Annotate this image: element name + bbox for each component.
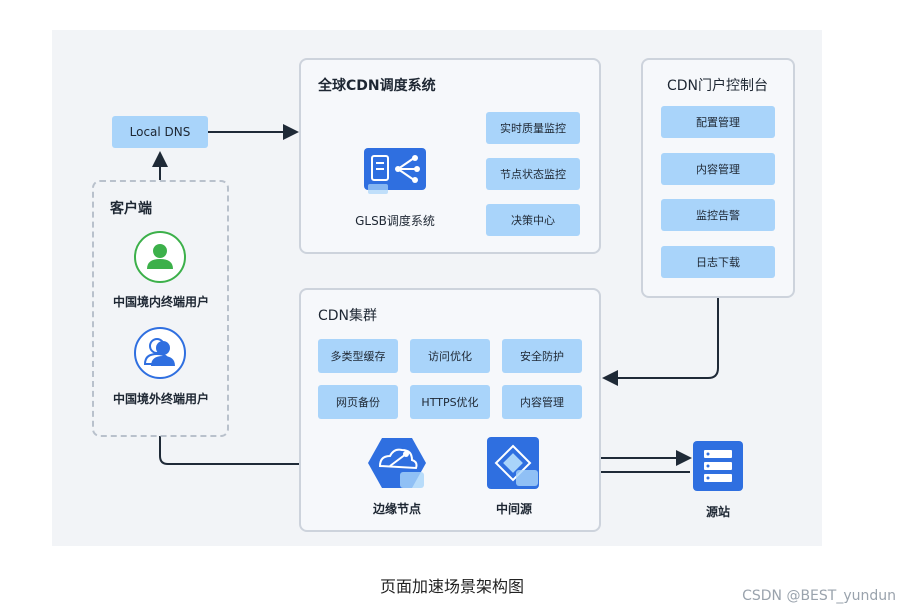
middle-origin-label: 中间源 [495, 502, 532, 516]
edge-node-icon [368, 438, 426, 488]
cluster-item-page-backup: 网页备份 [318, 385, 398, 419]
portal-item-content: 内容管理 [661, 153, 775, 185]
domestic-user-icon [134, 231, 186, 283]
edge-node-label: 边缘节点 [372, 502, 421, 516]
monitor-item-quality: 实时质量监控 [486, 112, 580, 144]
middle-origin-icon [487, 437, 539, 489]
portal-item-log-download: 日志下载 [661, 246, 775, 278]
local-dns-box: Local DNS [112, 116, 208, 148]
cluster-item-multi-cache: 多类型缓存 [318, 339, 398, 373]
overseas-user-icon [134, 327, 186, 379]
domestic-user-label: 中国境内终端用户 [112, 295, 209, 309]
monitor-item-node-status: 节点状态监控 [486, 158, 580, 190]
watermark: CSDN @BEST_yundun [742, 588, 896, 604]
cluster-item-security: 安全防护 [502, 339, 582, 373]
client-group [92, 180, 229, 437]
client-title: 客户端 [110, 201, 152, 217]
figure-caption: 页面加速场景架构图 [379, 577, 524, 596]
glsb-icon [364, 148, 426, 194]
origin-label: 源站 [705, 505, 730, 519]
portal-item-monitor-alert: 监控告警 [661, 199, 775, 231]
overseas-user-label: 中国境外终端用户 [112, 392, 209, 406]
cluster-item-content-mgmt: 内容管理 [502, 385, 582, 419]
glsb-label: GLSB调度系统 [355, 214, 435, 228]
origin-server-icon [693, 441, 743, 491]
global-scheduling-title: 全球CDN调度系统 [318, 78, 436, 94]
cluster-title: CDN集群 [318, 308, 378, 324]
cluster-item-https-opt: HTTPS优化 [410, 385, 490, 419]
cluster-item-access-opt: 访问优化 [410, 339, 490, 373]
monitor-item-decision: 决策中心 [486, 204, 580, 236]
portal-title: CDN门户控制台 [667, 78, 769, 94]
portal-item-config: 配置管理 [661, 106, 775, 138]
